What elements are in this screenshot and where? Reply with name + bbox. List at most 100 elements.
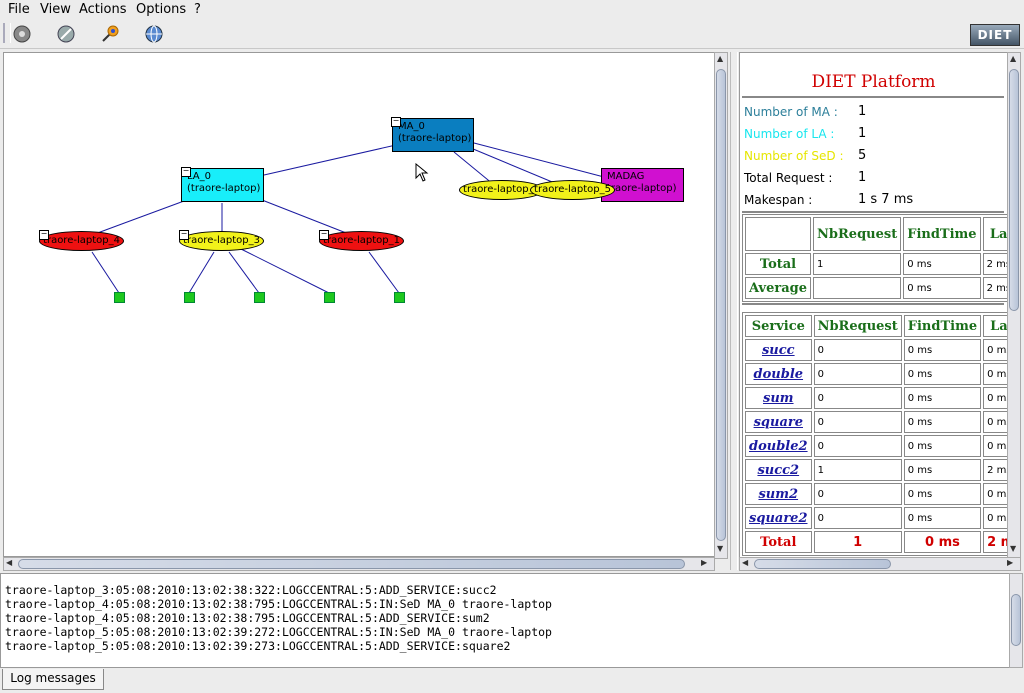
log-vertical-scrollbar[interactable] xyxy=(1009,573,1023,668)
toolbar-handle[interactable] xyxy=(3,23,11,43)
stat-sed-label: Number of SeD : xyxy=(744,149,844,163)
service-link[interactable]: sum xyxy=(745,387,812,409)
menu-view[interactable]: View xyxy=(40,2,71,17)
collapse-sed-icon[interactable]: − xyxy=(319,229,329,240)
service-cell: 0 ms xyxy=(983,507,1007,529)
scroll-up-icon[interactable]: ▲ xyxy=(717,54,724,63)
scroll-left-icon[interactable]: ◀ xyxy=(742,558,749,567)
sed-node[interactable]: traore-laptop_5 xyxy=(530,180,615,200)
service-link[interactable]: sum2 xyxy=(745,483,812,505)
log-line: traore-laptop_5:05:08:2010:13:02:39:273:… xyxy=(5,639,511,653)
canvas-horizontal-scrollbar[interactable]: ◀ ▶ xyxy=(3,557,715,571)
menu-options[interactable]: Options xyxy=(136,2,187,17)
la-node[interactable]: LA_0 (traore-laptop) xyxy=(181,168,264,202)
service-cell: 0 ms xyxy=(983,483,1007,505)
canvas-vscroll-thumb[interactable] xyxy=(716,69,726,541)
menu-help[interactable]: ? xyxy=(194,2,201,17)
ma-node-host: (traore-laptop) xyxy=(398,133,472,144)
service-link[interactable]: square2 xyxy=(745,507,812,529)
ma-node[interactable]: MA_0 (traore-laptop) xyxy=(392,118,474,152)
service-cell: 0 xyxy=(813,483,902,505)
globe-icon[interactable] xyxy=(142,23,166,45)
wrench-icon[interactable] xyxy=(54,23,78,45)
service-cell: 0 xyxy=(813,435,902,457)
service-cell: 0 ms xyxy=(983,435,1007,457)
graph-edges xyxy=(83,142,605,294)
leaf-node[interactable] xyxy=(114,292,125,303)
canvas-vertical-scrollbar[interactable]: ▲ ▼ xyxy=(714,52,728,559)
service-cell: 0 xyxy=(813,339,902,361)
collapse-sed-icon[interactable]: − xyxy=(39,229,49,240)
scroll-up-icon[interactable]: ▲ xyxy=(1010,54,1017,63)
service-link[interactable]: succ2 xyxy=(745,459,812,481)
summary-header-findtime: FindTime xyxy=(903,217,981,251)
service-link[interactable]: double2 xyxy=(745,435,812,457)
service-link[interactable]: succ xyxy=(745,339,812,361)
brush-icon[interactable] xyxy=(98,23,122,45)
pane-splitter[interactable] xyxy=(730,52,738,570)
sed-node[interactable]: traore-laptop_1 xyxy=(319,231,404,251)
service-cell: 0 ms xyxy=(983,339,1007,361)
stat-makespan-label: Makespan : xyxy=(744,193,813,207)
sed-node[interactable]: traore-laptop_3 xyxy=(179,231,264,251)
service-link[interactable]: double xyxy=(745,363,812,385)
leaf-node[interactable] xyxy=(184,292,195,303)
service-cell: 0 xyxy=(813,507,902,529)
diet-logo: DIET xyxy=(970,24,1020,46)
panel-vertical-scrollbar[interactable]: ▲ ▼ xyxy=(1007,52,1021,559)
log-vscroll-thumb[interactable] xyxy=(1011,594,1021,646)
services-total-cell: 2 m xyxy=(983,531,1007,553)
madag-node[interactable]: MADAG traore-laptop) xyxy=(601,168,684,202)
service-link[interactable]: square xyxy=(745,411,812,433)
sed-node[interactable]: traore-laptop_4 xyxy=(39,231,124,251)
collapse-la-icon[interactable]: − xyxy=(181,166,191,177)
menu-file[interactable]: File xyxy=(8,2,30,17)
service-cell: 0 ms xyxy=(903,387,982,409)
stat-request-value: 1 xyxy=(858,170,867,185)
scroll-left-icon[interactable]: ◀ xyxy=(6,558,13,567)
leaf-node[interactable] xyxy=(254,292,265,303)
menu-actions[interactable]: Actions xyxy=(79,2,127,17)
madag-node-host: traore-laptop) xyxy=(607,183,677,194)
summary-cell: 2 ms xyxy=(982,277,1007,299)
log-line: traore-laptop_4:05:08:2010:13:02:38:795:… xyxy=(5,611,490,625)
scroll-down-icon[interactable]: ▼ xyxy=(1010,544,1017,553)
service-cell: 0 xyxy=(813,411,902,433)
stat-request-label: Total Request : xyxy=(744,171,833,185)
log-messages-area[interactable]: traore-laptop_3:05:08:2010:13:02:38:322:… xyxy=(0,573,1010,668)
service-cell: 0 ms xyxy=(983,387,1007,409)
service-cell: 0 ms xyxy=(903,339,982,361)
summary-row-label: Total xyxy=(745,253,812,275)
scroll-right-icon[interactable]: ▶ xyxy=(1007,558,1014,567)
collapse-sed-icon[interactable]: − xyxy=(179,229,189,240)
panel-vscroll-thumb[interactable] xyxy=(1009,69,1019,311)
summary-header-blank xyxy=(745,217,812,251)
stat-ma-label: Number of MA : xyxy=(744,105,838,119)
leaf-node[interactable] xyxy=(394,292,405,303)
log-line: traore-laptop_5:05:08:2010:13:02:39:272:… xyxy=(5,625,552,639)
service-cell: 1 xyxy=(813,459,902,481)
services-header-late: Late xyxy=(983,315,1007,337)
stat-la-label: Number of LA : xyxy=(744,127,835,141)
service-cell: 0 xyxy=(813,387,902,409)
log-messages-tab[interactable]: Log messages xyxy=(2,669,104,690)
scroll-right-icon[interactable]: ▶ xyxy=(701,558,708,567)
collapse-ma-icon[interactable]: − xyxy=(391,116,401,127)
scroll-down-icon[interactable]: ▼ xyxy=(717,544,724,553)
services-table: Service NbRequest FindTime Late succ 0 0… xyxy=(742,312,1007,556)
canvas-hscroll-thumb[interactable] xyxy=(18,559,685,569)
services-header-service: Service xyxy=(745,315,812,337)
panel-hscroll-thumb[interactable] xyxy=(754,559,891,569)
summary-header-late: Late xyxy=(982,217,1007,251)
platform-graph-canvas[interactable]: MA_0 (traore-laptop) − LA_0 (traore-lapt… xyxy=(3,52,715,557)
divider xyxy=(742,96,1004,98)
service-cell: 0 ms xyxy=(903,411,982,433)
madag-node-name: MADAG xyxy=(607,171,645,182)
service-cell: 0 ms xyxy=(903,435,982,457)
service-cell: 0 ms xyxy=(903,507,982,529)
summary-table: NbRequest FindTime Late Total 1 0 ms 2 m… xyxy=(742,214,1007,302)
sed-node[interactable]: traore-laptop_4 xyxy=(459,180,544,200)
panel-horizontal-scrollbar[interactable]: ◀ ▶ xyxy=(739,557,1021,571)
leaf-node[interactable] xyxy=(324,292,335,303)
gear-icon[interactable] xyxy=(10,23,34,45)
